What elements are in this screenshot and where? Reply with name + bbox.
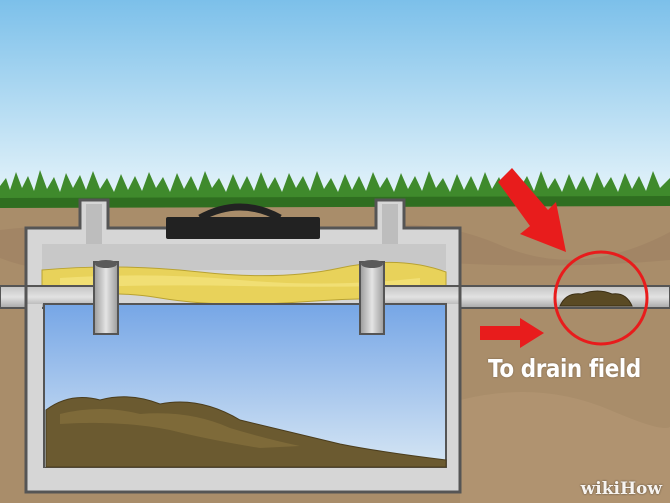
soil-texture-lower (460, 392, 670, 503)
tank-bottom (26, 468, 460, 492)
tank-outline (24, 228, 462, 494)
arrow-icon (480, 318, 544, 348)
wikihow-watermark: wikiHow (580, 479, 662, 499)
inlet-baffle-top (95, 260, 117, 268)
drain-field-label: To drain field (488, 354, 641, 383)
grass-shadow (0, 196, 670, 208)
left-riser-inner (86, 204, 102, 244)
outlet-baffle (359, 261, 385, 335)
sludge-texture (60, 409, 300, 448)
tank-right-wall (446, 304, 460, 492)
sky (0, 0, 670, 200)
right-riser-inner (382, 204, 398, 244)
clog-highlight-circle (553, 250, 649, 346)
pipe-clog (559, 290, 633, 307)
inlet-baffle (93, 261, 119, 335)
arrow-icon (498, 168, 566, 252)
scum-highlight (60, 275, 420, 288)
tank-left-wall (26, 304, 42, 492)
lid (166, 217, 320, 239)
lid-handle (198, 203, 282, 222)
outlet-baffle-top (361, 260, 383, 268)
